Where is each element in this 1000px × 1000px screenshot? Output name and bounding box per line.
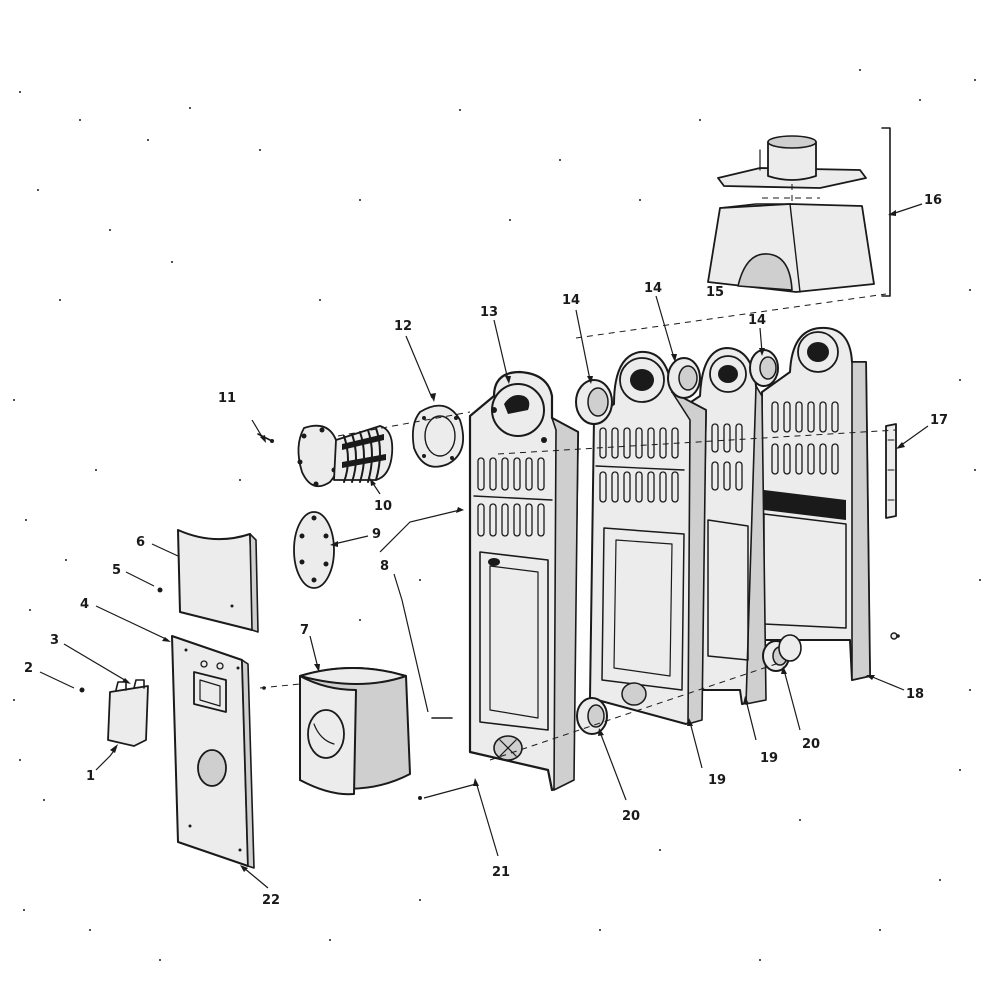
part-5-screw xyxy=(157,587,163,593)
part-20-nipple-rear-lower xyxy=(762,634,802,672)
callout-labels: 1 2 3 4 5 6 7 8 9 10 11 12 13 14 14 14 1… xyxy=(24,193,948,908)
leader-lines xyxy=(39,203,929,889)
draft-hood-opening xyxy=(737,253,793,291)
burner-rings xyxy=(343,427,381,483)
callout-6: 6 xyxy=(136,535,145,550)
callout-18: 18 xyxy=(906,687,924,702)
callout-1: 1 xyxy=(86,769,95,784)
callout-9: 9 xyxy=(372,527,381,542)
part-12-gasket xyxy=(411,404,464,468)
callout-16: 16 xyxy=(924,193,942,208)
callout-2: 2 xyxy=(24,661,33,676)
part-7-combustion-chamber xyxy=(299,667,411,796)
rear-section-flue-ribs xyxy=(771,401,839,475)
part-21-pin-end xyxy=(418,796,422,800)
callout-19-right: 19 xyxy=(760,751,778,766)
part-14-nipple-front xyxy=(575,379,613,425)
hardware-pieces xyxy=(79,587,900,800)
callout-4: 4 xyxy=(80,597,89,612)
callout-3: 3 xyxy=(50,633,59,648)
callout-15: 15 xyxy=(706,285,724,300)
callout-21: 21 xyxy=(492,865,510,880)
part-1-cover xyxy=(107,679,149,747)
callout-14-front: 14 xyxy=(562,293,580,308)
part-2-screw xyxy=(79,687,85,693)
callout-5: 5 xyxy=(112,563,121,578)
callout-8: 8 xyxy=(380,559,389,574)
callout-10: 10 xyxy=(374,499,392,514)
front-section-port xyxy=(504,395,530,414)
part-9-burner-plate xyxy=(293,511,335,589)
callout-14-rear: 14 xyxy=(748,313,766,328)
callout-13: 13 xyxy=(480,305,498,320)
part-20-nipple-front-lower xyxy=(576,697,608,735)
part-11-screw xyxy=(257,433,274,443)
callout-14-mid: 14 xyxy=(644,281,662,296)
part-16-flue-hood-assembly xyxy=(707,127,891,297)
part-17-side-plate xyxy=(885,423,897,519)
callout-17: 17 xyxy=(930,413,948,428)
section-19-left-ribs xyxy=(599,427,679,503)
callout-12: 12 xyxy=(394,319,412,334)
print-specks xyxy=(13,69,981,961)
part-14-nipple-rear xyxy=(749,349,779,387)
part-22-front-plate xyxy=(171,635,255,869)
part-6-upper-panel xyxy=(177,529,259,633)
push-nipples xyxy=(575,349,802,735)
rear-section-baffle xyxy=(764,490,846,520)
part-14-nipple-mid xyxy=(667,357,701,399)
callout-11: 11 xyxy=(218,391,236,406)
part-13-front-section xyxy=(468,370,580,792)
part-10-burner xyxy=(297,424,394,488)
callout-20-left: 20 xyxy=(622,809,640,824)
callout-19-left: 19 xyxy=(708,773,726,788)
section-19-right-ribs xyxy=(711,423,743,491)
callout-20-right: 20 xyxy=(802,737,820,752)
callout-22: 22 xyxy=(262,893,280,908)
part-18-rear-section xyxy=(759,326,898,681)
front-section-ribs xyxy=(477,457,545,537)
alignment-lines xyxy=(259,293,897,761)
bracket-16 xyxy=(881,127,891,297)
part-19-intermediate-section-left xyxy=(589,350,707,725)
callout-7: 7 xyxy=(300,623,309,638)
